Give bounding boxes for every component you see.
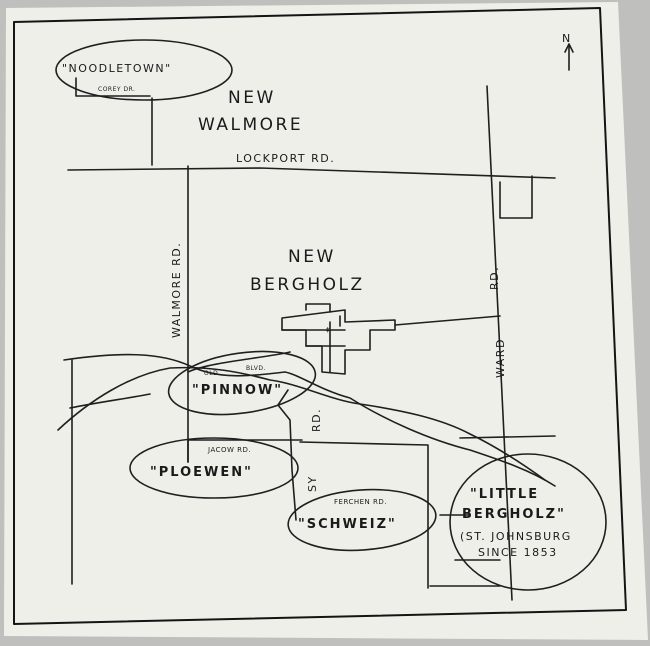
noodletown-ellipse bbox=[55, 39, 233, 101]
sy-label: SY bbox=[306, 475, 319, 492]
ward-road-label-1: WARD bbox=[494, 338, 507, 378]
ferchen-road-label: FERCHEN RD. bbox=[334, 498, 387, 506]
little-bergholz-line2: BERGHOLZ" bbox=[462, 507, 566, 522]
little-bergholz-line1: "LITTLE bbox=[470, 487, 539, 502]
church-icon: ‡ bbox=[326, 326, 330, 334]
lockport-road bbox=[67, 167, 556, 179]
south-road bbox=[187, 439, 471, 589]
ward-spur bbox=[499, 175, 533, 219]
new-bergholz-line1: NEW bbox=[288, 247, 336, 267]
village-grid bbox=[281, 303, 501, 375]
lockport-road-label: LOCKPORT RD. bbox=[236, 152, 335, 165]
ploewen-ellipse bbox=[129, 437, 299, 499]
st-johnsburg-line1: (ST. JOHNSBURG bbox=[460, 530, 572, 543]
little-bergholz-ellipse bbox=[449, 453, 607, 591]
new-walmore-line2: WALMORE bbox=[198, 115, 303, 135]
schweiz-ellipse bbox=[287, 488, 437, 552]
corey-dr-label: COREY DR. bbox=[98, 86, 135, 93]
old-blvd-label-2: BLVD. bbox=[246, 365, 266, 372]
pinnow-label: "PINNOW" bbox=[192, 383, 283, 398]
railroad-2 bbox=[57, 366, 546, 481]
jacow-road-label: JACOW RD. bbox=[207, 446, 251, 454]
ward-road bbox=[486, 85, 513, 601]
new-walmore-line1: NEW bbox=[228, 88, 276, 108]
ward-road-label-2: RD. bbox=[488, 266, 501, 290]
st-johnsburg-line2: SINCE 1853 bbox=[478, 546, 558, 559]
corey-dr-road bbox=[75, 77, 151, 97]
east-road bbox=[459, 435, 556, 439]
schweiz-label: "SCHWEIZ" bbox=[298, 517, 397, 532]
pinnow-ellipse bbox=[167, 350, 317, 416]
map-frame bbox=[13, 7, 627, 625]
sy-road bbox=[277, 389, 297, 521]
new-bergholz-line2: BERGHOLZ bbox=[250, 275, 365, 295]
noodletown-label: "NOODLETOWN" bbox=[62, 62, 172, 75]
walmore-road-label: WALMORE RD. bbox=[170, 242, 183, 338]
north-label: N bbox=[562, 32, 572, 45]
sy-rd-label: RD. bbox=[310, 408, 323, 432]
old-blvd-label-1: OLD bbox=[204, 370, 218, 377]
branch-road bbox=[69, 393, 151, 409]
north-arrow-icon bbox=[564, 43, 574, 71]
paper-sheet bbox=[4, 2, 648, 640]
ploewen-label: "PLOEWEN" bbox=[150, 465, 253, 480]
